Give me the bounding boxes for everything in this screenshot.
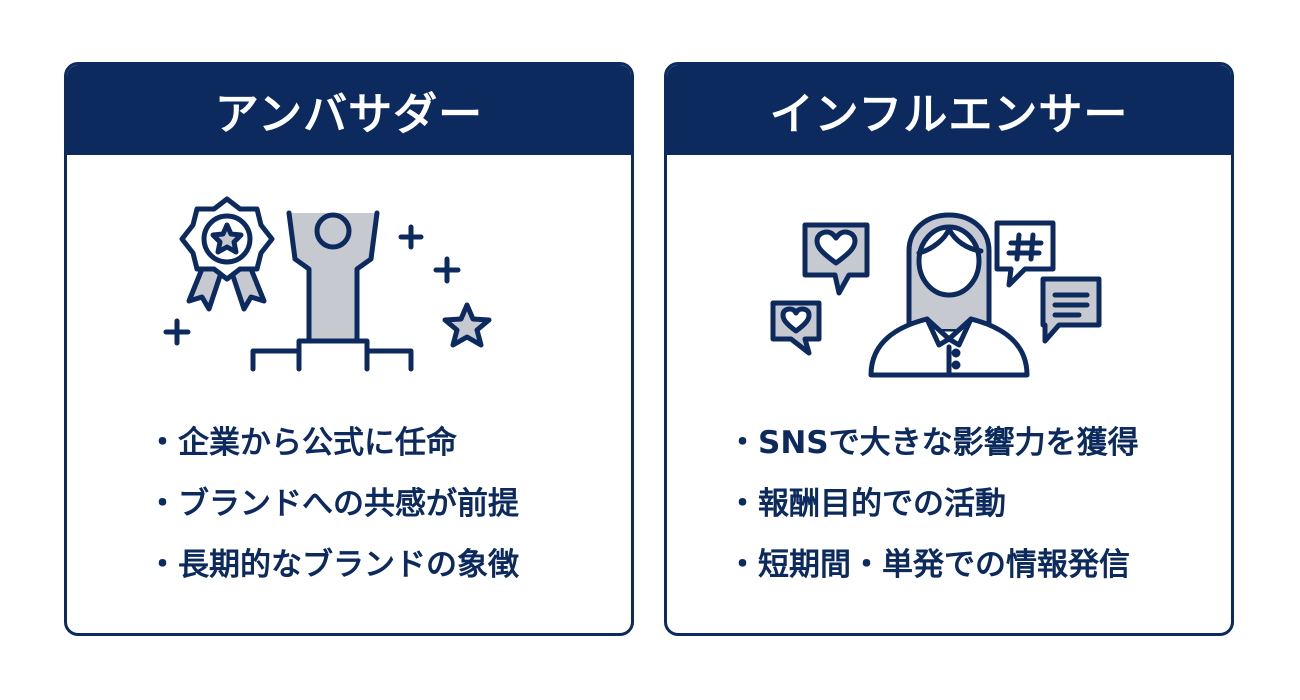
award-medal-icon: [179, 196, 275, 312]
list-item: ・SNSで大きな影響力を獲得: [727, 425, 1139, 461]
list-item: ・ブランドへの共感が前提: [147, 486, 519, 522]
heart-speech-bubble-icon: [770, 300, 822, 356]
ambassador-illustration: [67, 189, 631, 389]
list-item: ・報酬目的での活動: [727, 486, 1006, 522]
ambassador-card: アンバサダー: [64, 62, 634, 636]
hashtag-speech-bubble-icon: [994, 220, 1056, 288]
winner-podium-person-icon: [250, 210, 414, 372]
heart-speech-bubble-icon: [802, 222, 870, 296]
woman-person-icon: [868, 212, 1030, 378]
influencer-illustration: [667, 189, 1231, 389]
influencer-points: ・SNSで大きな影響力を獲得 ・報酬目的での活動 ・短期間・単発での情報発信: [727, 413, 1139, 596]
ambassador-points: ・企業から公式に任命 ・ブランドへの共感が前提 ・長期的なブランドの象徴: [147, 413, 519, 596]
text-speech-bubble-icon: [1040, 276, 1102, 344]
star-icon: [442, 302, 492, 348]
sparkle-icon: [163, 224, 461, 346]
influencer-title: インフルエンサー: [667, 65, 1231, 155]
list-item: ・企業から公式に任命: [147, 425, 457, 461]
ambassador-title: アンバサダー: [67, 65, 631, 155]
list-item: ・長期的なブランドの象徴: [147, 547, 519, 583]
influencer-card: インフルエンサー: [664, 62, 1234, 636]
list-item: ・短期間・単発での情報発信: [727, 547, 1130, 583]
